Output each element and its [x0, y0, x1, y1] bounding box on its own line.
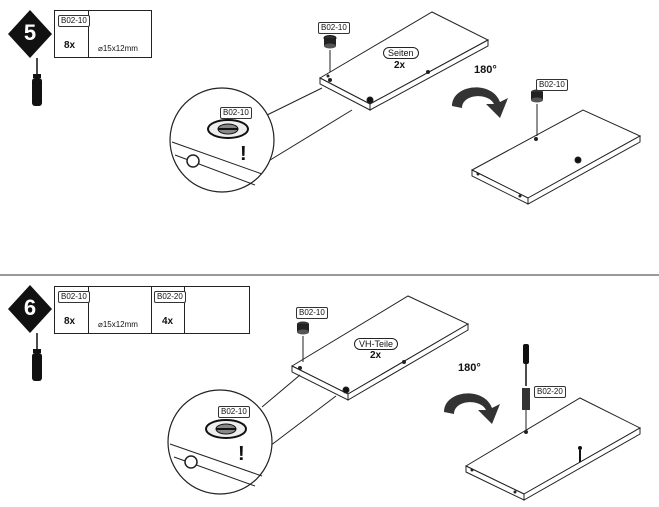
cam-lock-on-board-6 [297, 321, 309, 362]
rotate-arrow-icon-5 [452, 87, 508, 118]
rotate-arrow-icon-6 [444, 393, 500, 424]
step-6-number: 6 [23, 295, 37, 320]
step-6-badge [8, 285, 52, 333]
zoom-tag-6: B02-10 [218, 406, 250, 418]
parts-table-6-vline-2 [151, 286, 152, 333]
board-tag-6: B02-10 [296, 307, 328, 319]
cam-lock-rotated-5 [531, 89, 543, 136]
board-tag-5: B02-10 [318, 22, 350, 34]
zoom-tag-5: B02-10 [220, 107, 252, 119]
cam-lock-on-board-5 [323, 35, 337, 72]
rotation-label-5: 180° [474, 64, 497, 76]
board-vh-teile-rotated [464, 397, 642, 501]
step-5-number: 5 [23, 20, 37, 45]
part-code-6a: B02-10 [58, 291, 90, 303]
rotated-tag-5: B02-10 [536, 79, 568, 91]
dowel-inserted-rotated-6 [578, 446, 582, 462]
screwdriver-icon-5 [32, 58, 42, 106]
part-size-5: ⌀15x12mm [98, 44, 138, 53]
parts-table-6-vline-1 [88, 286, 89, 333]
step-5-badge [8, 10, 52, 58]
part-qty-6a: 8x [64, 316, 76, 327]
part-qty-5: 8x [64, 40, 76, 51]
warning-mark-5: ! [240, 143, 247, 165]
zoom-callout-5 [169, 87, 353, 193]
rotation-label-6: 180° [458, 362, 481, 374]
board-seiten-rotated [470, 109, 642, 205]
parts-table-5-vline [88, 10, 89, 57]
screwdriver-icon-6 [32, 333, 42, 381]
board-name-5: Seiten [383, 47, 419, 59]
zoom-callout-6 [167, 374, 337, 495]
screwdriver-and-dowel-rotated-6 [522, 344, 530, 430]
part-code-6b: B02-20 [154, 291, 186, 303]
rotated-tag-6: B02-20 [534, 386, 566, 398]
board-name-6: VH-Teile [354, 338, 399, 350]
parts-table-6-vline-3 [184, 286, 185, 333]
board-qty-5: 2x [394, 60, 406, 71]
board-qty-6: 2x [370, 350, 382, 361]
warning-mark-6: ! [238, 443, 245, 465]
part-qty-6b: 4x [162, 316, 174, 327]
part-size-6a: ⌀15x12mm [98, 320, 138, 329]
part-code-5: B02-10 [58, 15, 90, 27]
